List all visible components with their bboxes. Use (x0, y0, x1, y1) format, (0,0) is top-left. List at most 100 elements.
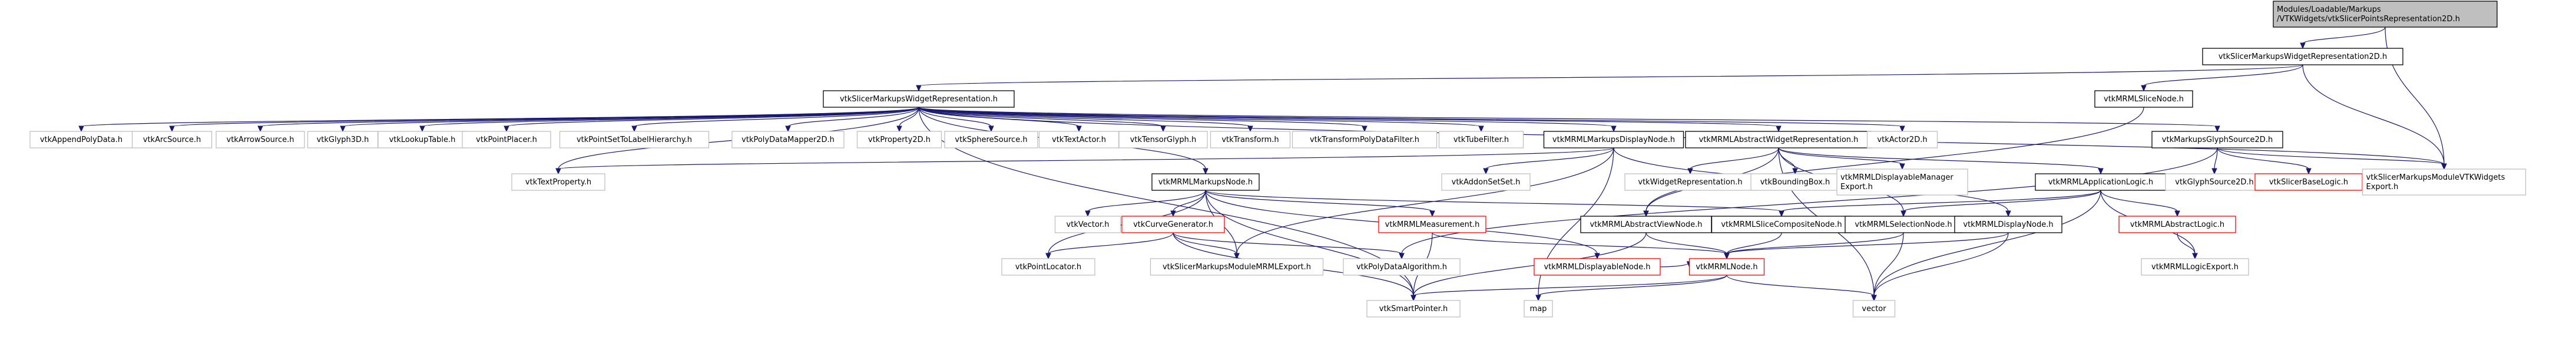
node-mrmlabstractwidgetrep[interactable]: vtkMRMLAbstractWidgetRepresentation.h (1685, 131, 1872, 148)
node-addonsetset[interactable]: vtkAddonSetSet.h (1441, 173, 1531, 191)
node-tensorglyph[interactable]: vtkTensorGlyph.h (1118, 131, 1208, 148)
edge-line (1903, 190, 2101, 212)
node-label: vtkMRMLDisplayableNode.h (1544, 263, 1650, 272)
edge-line (506, 107, 919, 127)
node-label: vtkTextProperty.h (525, 178, 591, 187)
node-box (1151, 173, 1260, 191)
node-spheresource[interactable]: vtkSphereSource.h (944, 131, 1038, 148)
node-label: vtkMRMLDisplayableManager (1840, 173, 1953, 182)
node-mrmllogicexport[interactable]: vtkMRMLLogicExport.h (2141, 258, 2249, 276)
node-mrmlmarkupsdisplaynode[interactable]: vtkMRMLMarkupsDisplayNode.h (1543, 131, 1684, 148)
node-label: vtkTransformPolyDataFilter.h (1310, 136, 1419, 144)
node-actor2d[interactable]: vtkActor2D.h (1866, 131, 1938, 148)
node-textactor[interactable]: vtkTextActor.h (1038, 131, 1120, 148)
node-glyph3d[interactable]: vtkGlyph3D.h (307, 131, 379, 148)
node-transform[interactable]: vtkTransform.h (1210, 131, 1291, 148)
node-label: vtkBoundingBox.h (1760, 178, 1830, 187)
edge-line (422, 107, 919, 127)
node-label: vtkSlicerMarkupsWidgetRepresentation.h (840, 95, 998, 104)
node-mrmlslicenode[interactable]: vtkMRMLSliceNode.h (2094, 90, 2193, 108)
edge-mrmlabstractlogic-to-mrmllogicexport (2177, 232, 2198, 260)
edge-arrowhead (896, 125, 902, 133)
edge-line (1645, 107, 2144, 212)
node-boundingbox[interactable]: vtkBoundingBox.h (1750, 173, 1840, 191)
edge-line (2214, 147, 2218, 170)
node-textproperty[interactable]: vtkTextProperty.h (511, 173, 605, 191)
node-label: vtkMRMLApplicationLogic.h (2048, 178, 2153, 187)
node-property2d[interactable]: vtkProperty2D.h (856, 131, 942, 148)
node-appendpoly[interactable]: vtkAppendPolyData.h (29, 131, 133, 148)
node-mrmlabstractviewnode[interactable]: vtkMRMLAbstractViewNode.h (1580, 216, 1712, 233)
edge-line (1778, 147, 2101, 170)
edge-arrowhead (1160, 125, 1166, 133)
node-glyphsource2d[interactable]: vtkGlyphSource2D.h (2165, 173, 2264, 191)
edge-smwr2d-to-smwr (916, 64, 2303, 92)
node-box (131, 131, 213, 148)
node-box (216, 131, 305, 148)
edge-smwr-to-polydatamapper2d (785, 107, 919, 133)
node-label: vtkMRMLSliceNode.h (2104, 95, 2184, 104)
node-mrmldisplaynode[interactable]: vtkMRMLDisplayNode.h (1954, 216, 2062, 233)
node-box (2273, 1, 2498, 28)
node-arcsource[interactable]: vtkArcSource.h (131, 131, 213, 148)
node-vtkvector[interactable]: vtkVector.h (1054, 216, 1121, 233)
node-polydatamapper2d[interactable]: vtkPolyDataMapper2D.h (731, 131, 845, 148)
edge-arrowhead (2098, 168, 2104, 175)
node-widgetrepresentation[interactable]: vtkWidgetRepresentation.h (1624, 173, 1756, 191)
node-label: vtkMRMLAbstractWidgetRepresentation.h (1699, 136, 1859, 144)
node-label: vtkMRMLDisplayNode.h (1963, 220, 2053, 229)
node-root[interactable]: Modules/Loadable/Markups/VTKWidgets/vtkS… (2273, 1, 2498, 28)
edge-markupsglyphsource2d-to-slicermarkupsmodulevtkwidgetsexport (2217, 147, 2447, 170)
node-box (944, 131, 1038, 148)
graph-edges (78, 27, 2447, 302)
node-curvegenerator[interactable]: vtkCurveGenerator.h (1121, 216, 1225, 233)
node-vector[interactable]: vector (1852, 300, 1896, 318)
node-pointplacer[interactable]: vtkPointPlacer.h (462, 131, 551, 148)
node-slicermarkupsmodulemrmlexport[interactable]: vtkSlicerMarkupsModuleMRMLExport.h (1150, 258, 1324, 276)
node-polydataalgorithm[interactable]: vtkPolyDataAlgorithm.h (1343, 258, 1461, 276)
node-transformpolyfilter[interactable]: vtkTransformPolyDataFilter.h (1292, 131, 1438, 148)
node-box (1121, 216, 1225, 233)
node-tubefilter[interactable]: vtkTubeFilter.h (1438, 131, 1524, 148)
node-mrmlmarkupsnode[interactable]: vtkMRMLMarkupsNode.h (1151, 173, 1260, 191)
node-mrmlapplicationlogic[interactable]: vtkMRMLApplicationLogic.h (2035, 173, 2167, 191)
edge-line (1778, 147, 1903, 165)
node-pointlocator[interactable]: vtkPointLocator.h (1001, 258, 1095, 276)
node-mrmlmeasurement[interactable]: vtkMRMLMeasurement.h (1378, 216, 1486, 233)
node-label: vector (1862, 305, 1886, 313)
node-smwr2d[interactable]: vtkSlicerMarkupsWidgetRepresentation2D.h (2202, 48, 2403, 65)
node-box (1688, 258, 1765, 276)
edge-arrowhead (1724, 253, 1730, 260)
node-label: /VTKWidgets/vtkSlicerPointsRepresentatio… (2277, 15, 2460, 24)
edge-smwr-to-property2d (896, 107, 919, 133)
edge-smwr-to-transformpolyfilter (918, 107, 1368, 133)
edge-arrowhead (631, 125, 637, 133)
node-mrmlslicecompositenode[interactable]: vtkMRMLSliceCompositeNode.h (1711, 216, 1852, 233)
node-lookuptable[interactable]: vtkLookupTable.h (378, 131, 467, 148)
edge-smwr-to-markupsglyphsource2d (918, 107, 2220, 133)
edge-arrowhead (1899, 163, 1905, 170)
edge-arrowhead (1535, 295, 1541, 302)
node-slicerbaselogic[interactable]: vtkSlicerBaseLogic.h (2254, 173, 2363, 191)
node-arrowsource[interactable]: vtkArrowSource.h (216, 131, 305, 148)
edge-line (918, 107, 2218, 127)
node-box (2202, 48, 2403, 65)
node-mrmlselectionnode[interactable]: vtkMRMLSelectionNode.h (1845, 216, 1962, 233)
edge-line (1413, 232, 1647, 296)
edge-line (1690, 147, 1779, 170)
edge-line (1173, 232, 1237, 255)
node-box (1866, 131, 1938, 148)
node-mrmlabstractlogic[interactable]: vtkMRMLAbstractLogic.h (2118, 216, 2236, 233)
node-pointsettolabel[interactable]: vtkPointSetToLabelHierarchy.h (559, 131, 710, 148)
node-mrmldisplayablenode[interactable]: vtkMRMLDisplayableNode.h (1534, 258, 1661, 276)
node-map[interactable]: map (1524, 300, 1553, 318)
node-smwr[interactable]: vtkSlicerMarkupsWidgetRepresentation.h (823, 90, 1015, 108)
node-label: vtkMRMLMarkupsNode.h (1158, 178, 1253, 187)
node-mrmlnode[interactable]: vtkMRMLNode.h (1688, 258, 1765, 276)
edge-smwr2d-to-slicermarkupsmodulevtkwidgetsexport (2302, 64, 2447, 170)
node-smartpointer[interactable]: vtkSmartPointer.h (1366, 300, 1461, 318)
node-label: vtkTensorGlyph.h (1130, 136, 1197, 144)
node-markupsglyphsource2d[interactable]: vtkMarkupsGlyphSource2D.h (2151, 131, 2283, 148)
